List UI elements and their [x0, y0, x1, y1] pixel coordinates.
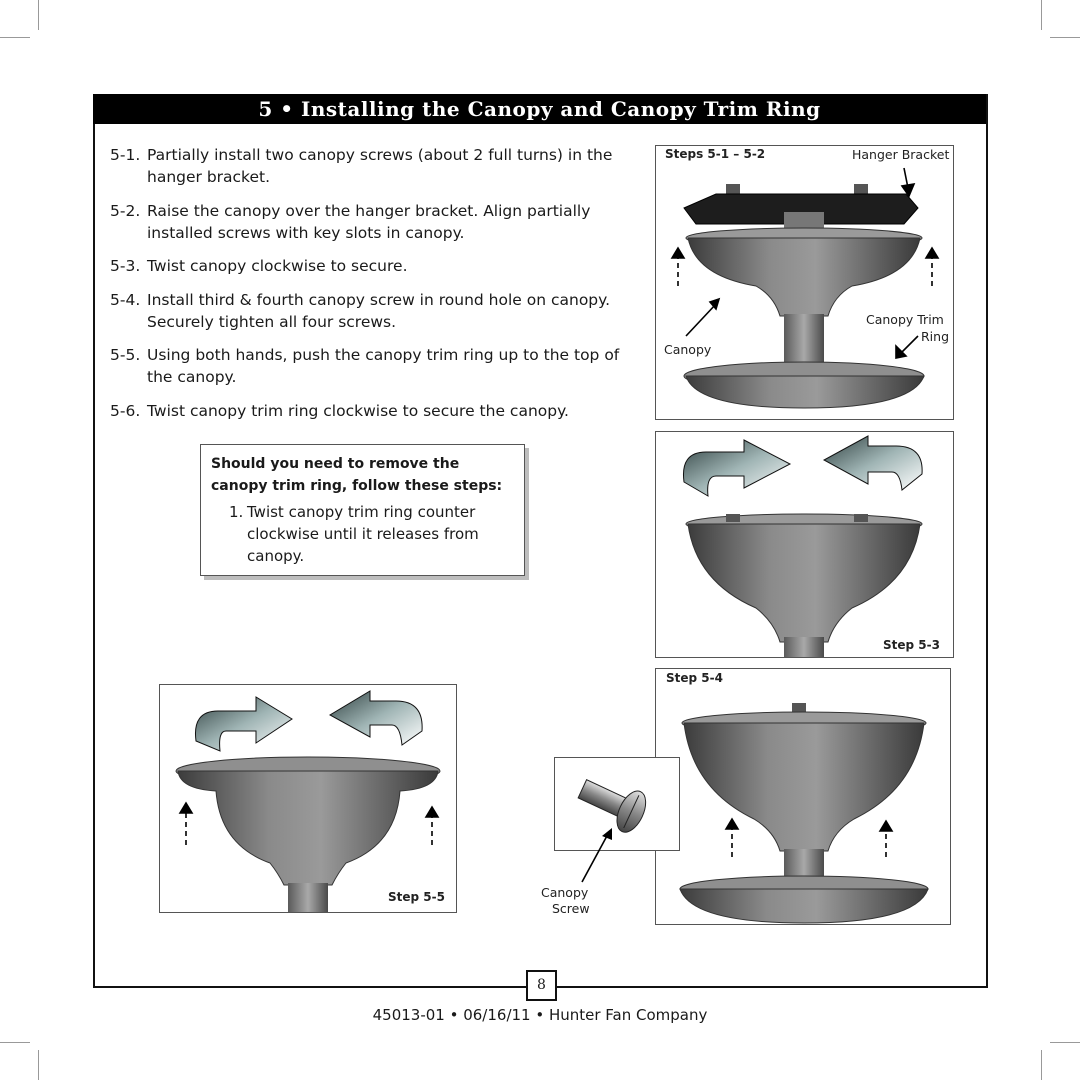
step-item: 5-6.Twist canopy trim ring clockwise to …	[110, 401, 569, 420]
figure-step-label: Step 5-4	[666, 671, 723, 685]
downrod	[288, 883, 328, 912]
section-title: 5 • Installing the Canopy and Canopy Tri…	[93, 94, 986, 124]
step-item: 5-5.Using both hands, push the canopy tr…	[110, 346, 620, 386]
removal-note-heading: Should you need to remove the canopy tri…	[211, 456, 503, 494]
screw-callout-arrow-icon	[581, 828, 612, 883]
removal-note-box: Should you need to remove the canopy tri…	[200, 444, 525, 576]
crop-mark	[38, 0, 39, 30]
bracket-hub	[784, 212, 824, 228]
hanger-bracket-label: Hanger Bracket	[852, 147, 950, 162]
step-item: 5-3.Twist canopy clockwise to secure.	[110, 257, 408, 275]
rotate-arrow-icon	[328, 690, 423, 746]
crop-mark	[1041, 0, 1042, 30]
trim-ring-twist-illustration	[175, 690, 441, 912]
figure-steps-5-1-5-2: Steps 5-1 – 5-2 Hanger Bracket Canopy Ca…	[655, 145, 954, 420]
instruction-list: 5-1.Partially install two canopy screws …	[110, 144, 630, 433]
step-item: 5-1.Partially install two canopy screws …	[110, 146, 613, 186]
figure-step-5-3: Step 5-3	[655, 431, 954, 658]
hanger-bracket-plate	[683, 193, 919, 225]
canopy-trim-label-2: Ring	[921, 329, 950, 344]
step-item: 5-4.Install third & fourth canopy screw …	[110, 290, 611, 331]
crop-mark	[1041, 1050, 1042, 1080]
install-screws-illustration	[679, 703, 929, 924]
crop-mark	[1050, 37, 1080, 38]
figure-step-5-4: Step 5-4	[655, 668, 951, 925]
canopy-label: Canopy	[664, 342, 712, 357]
step-item: 5-2.Raise the canopy over the hanger bra…	[110, 201, 591, 242]
canopy-bowl	[683, 722, 925, 852]
canopy-screw-label: Canopy	[541, 885, 589, 900]
page-number: 8	[526, 970, 557, 1001]
canopy-bowl	[687, 237, 921, 317]
page-footer: 45013-01 • 06/16/11 • Hunter Fan Company	[372, 1006, 708, 1024]
figure-step-label: Steps 5-1 – 5-2	[665, 147, 766, 161]
canopy-bowl	[687, 523, 921, 643]
figure-step-5-5: Step 5-5	[159, 684, 457, 913]
arrows	[178, 801, 440, 845]
canopy-bowl	[177, 770, 439, 886]
canopy-hanger-illustration	[670, 167, 940, 409]
figure-canopy-screw	[554, 757, 680, 851]
downrod	[784, 637, 824, 657]
arrows	[724, 817, 894, 857]
removal-note-item: 1. Twist canopy trim ring counter clockw…	[229, 503, 479, 565]
crop-mark	[0, 1042, 30, 1043]
trim-ring-body	[679, 888, 929, 924]
crop-mark	[1050, 1042, 1080, 1043]
twist-canopy-illustration	[682, 435, 923, 657]
arrows	[670, 167, 940, 359]
canopy-screw-label-2: Screw	[552, 901, 590, 916]
figure-step-label: Step 5-3	[883, 638, 940, 652]
trim-ring-body	[685, 375, 925, 409]
crop-mark	[0, 37, 30, 38]
canopy-trim-label: Canopy Trim	[866, 312, 944, 327]
figure-step-label: Step 5-5	[388, 890, 445, 904]
canopy-screw-illustration	[577, 779, 647, 833]
rotate-arrow-icon	[194, 696, 293, 752]
rotate-arrow-icon	[822, 435, 923, 491]
rotate-arrow-icon	[682, 439, 792, 497]
crop-mark	[38, 1050, 39, 1080]
